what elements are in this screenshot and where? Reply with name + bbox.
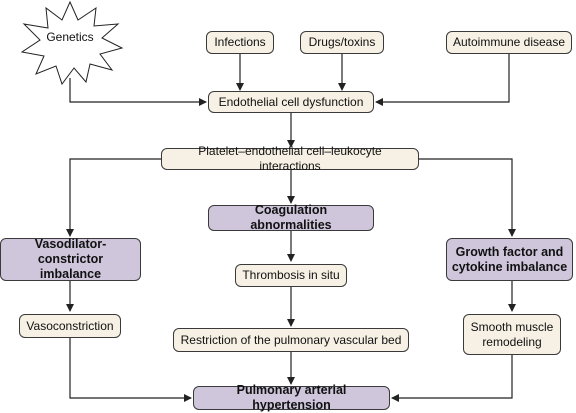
- coagulation-abnormalities-box: Coagulation abnormalities: [208, 203, 374, 232]
- genetics-starburst-shape: [20, 0, 124, 86]
- connector-platelet-vasodilator: [66, 158, 161, 237]
- smooth-line1: Smooth muscle: [470, 319, 554, 334]
- connector-genetics-endothelial: [69, 78, 207, 106]
- connector-vasoconstriction-pah: [69, 338, 192, 402]
- autoimmune-disease-box: Autoimmune disease: [446, 31, 572, 54]
- connector-platelet-growth: [419, 158, 516, 237]
- vasoconstriction-box: Vasoconstriction: [19, 314, 121, 338]
- drugs-toxins-box: Drugs/toxins: [300, 31, 384, 54]
- smooth-muscle-remodeling-box: Smooth muscle remodeling: [463, 314, 561, 355]
- genetics-label: Genetics: [46, 30, 94, 44]
- growth-line2: cytokine imbalance: [451, 259, 568, 274]
- thrombosis-in-situ-box: Thrombosis in situ: [235, 264, 347, 287]
- endothelial-dysfunction-box: Endothelial cell dysfunction: [208, 91, 374, 113]
- growth-factor-box: Growth factor and cytokine imbalance: [446, 238, 573, 281]
- growth-line1: Growth factor and: [455, 244, 564, 259]
- vasodilator-constrictor-box: Vasodilator-constrictor imbalance: [0, 237, 141, 281]
- connector-autoimmune-endothelial: [375, 54, 510, 106]
- vasodilator-line1: Vasodilator-constrictor: [34, 237, 107, 266]
- smooth-line2: remodeling: [482, 334, 542, 349]
- vasodilator-line2: imbalance: [39, 267, 102, 281]
- connector-smoothmuscle-pah: [391, 355, 513, 402]
- pulmonary-arterial-hypertension-box: Pulmonary arterial hypertension: [193, 383, 390, 412]
- infections-box: Infections: [206, 31, 274, 54]
- restriction-vascular-bed-box: Restriction of the pulmonary vascular be…: [173, 328, 409, 352]
- platelet-interactions-box: Platelet–endothelial cell–leukocyte inte…: [161, 144, 419, 173]
